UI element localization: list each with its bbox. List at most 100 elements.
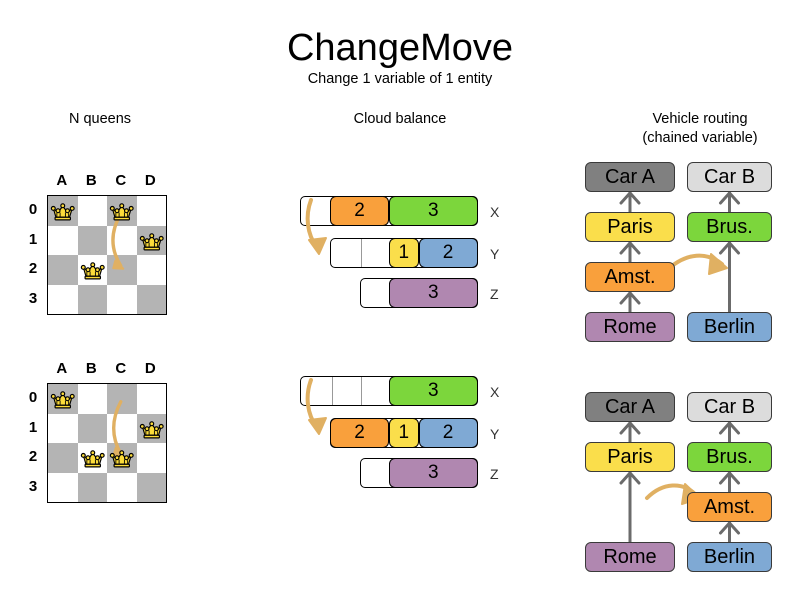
route-node-brus-after[interactable]: Brus. bbox=[687, 442, 772, 472]
board-rank-label-0: 0 bbox=[28, 389, 38, 406]
board-cell-d3[interactable] bbox=[136, 284, 166, 314]
board-cell-a3[interactable] bbox=[48, 284, 78, 314]
board-cell-b1[interactable] bbox=[77, 225, 107, 255]
route-node-paris-before[interactable]: Paris bbox=[585, 212, 675, 242]
computer-label-z-after: Z bbox=[490, 466, 499, 482]
section-title-nqueens: N queens bbox=[68, 111, 132, 127]
board-rank-label-3: 3 bbox=[28, 289, 38, 307]
queen-piece-b2[interactable] bbox=[78, 443, 108, 473]
board-cell-a1[interactable] bbox=[48, 413, 78, 443]
queen-piece-d1[interactable] bbox=[137, 414, 167, 444]
computer-label-y-after: Y bbox=[490, 426, 500, 442]
capacity-divider bbox=[361, 239, 362, 267]
queen-piece-b2[interactable] bbox=[78, 255, 108, 285]
board-cell-d3[interactable] bbox=[136, 472, 166, 502]
route-node-berlin-after[interactable]: Berlin bbox=[687, 542, 772, 572]
process-block-z-0-after[interactable]: 3 bbox=[389, 457, 478, 488]
board-file-label-b: B bbox=[85, 172, 97, 189]
route-node-paris-after[interactable]: Paris bbox=[585, 442, 675, 472]
board-cell-c3[interactable] bbox=[107, 472, 137, 502]
routing-title-line-1: Vehicle routing bbox=[652, 111, 748, 127]
board-cell-a2[interactable] bbox=[48, 443, 78, 473]
board-cell-b0[interactable] bbox=[77, 384, 107, 414]
board-cell-a2[interactable] bbox=[48, 255, 78, 285]
board-rank-label-0: 0 bbox=[28, 201, 38, 218]
route-node-cara-before[interactable]: Car A bbox=[585, 162, 675, 192]
board-cell-b3[interactable] bbox=[77, 472, 107, 502]
board-cell-d0[interactable] bbox=[136, 196, 166, 226]
queen-piece-a0[interactable] bbox=[48, 384, 78, 414]
board-cell-c1[interactable] bbox=[107, 413, 137, 443]
computer-bar-z-before[interactable]: 3 bbox=[360, 277, 478, 308]
route-node-rome-after[interactable]: Rome bbox=[585, 542, 675, 572]
board-cell-c0[interactable] bbox=[107, 384, 137, 414]
process-block-y-0-after[interactable]: 2 bbox=[330, 417, 389, 448]
board-cell-d0[interactable] bbox=[136, 384, 166, 414]
process-block-x-0-before[interactable]: 2 bbox=[330, 195, 389, 226]
chessboard-after bbox=[47, 383, 167, 503]
process-block-x-0-after[interactable]: 3 bbox=[389, 375, 478, 406]
route-node-berlin-before[interactable]: Berlin bbox=[687, 312, 772, 342]
board-file-label-c: C bbox=[115, 172, 127, 189]
section-title-vehicle-routing: Vehicle routing (chained variable) bbox=[610, 110, 790, 148]
board-cell-b3[interactable] bbox=[77, 284, 107, 314]
board-cell-c1[interactable] bbox=[107, 225, 137, 255]
capacity-divider bbox=[361, 377, 362, 405]
board-cell-a3[interactable] bbox=[48, 472, 78, 502]
route-node-cara-after[interactable]: Car A bbox=[585, 392, 675, 422]
board-cell-a1[interactable] bbox=[48, 225, 78, 255]
route-node-rome-before[interactable]: Rome bbox=[585, 312, 675, 342]
queen-piece-c0[interactable] bbox=[107, 196, 137, 226]
board-rank-label-1: 1 bbox=[28, 418, 38, 436]
queen-piece-a0[interactable] bbox=[48, 196, 78, 226]
page-subtitle: Change 1 variable of 1 entity bbox=[307, 71, 493, 87]
route-node-brus-before[interactable]: Brus. bbox=[687, 212, 772, 242]
computer-label-x-after: X bbox=[490, 384, 500, 400]
computer-label-y-before: Y bbox=[490, 246, 500, 262]
route-node-carb-before[interactable]: Car B bbox=[687, 162, 772, 192]
section-title-cloud-balance: Cloud balance bbox=[353, 111, 447, 127]
computer-bar-x-after[interactable]: 3 bbox=[300, 375, 478, 406]
process-block-z-0-before[interactable]: 3 bbox=[389, 277, 478, 308]
process-block-y-0-before[interactable]: 1 bbox=[389, 237, 419, 268]
process-block-y-1-before[interactable]: 2 bbox=[418, 237, 478, 268]
route-node-amst-after[interactable]: Amst. bbox=[687, 492, 772, 522]
capacity-divider bbox=[331, 377, 333, 405]
routing-title-line-2: (chained variable) bbox=[642, 130, 758, 146]
board-cell-d2[interactable] bbox=[136, 255, 166, 285]
computer-label-x-before: X bbox=[490, 204, 500, 220]
board-cell-b0[interactable] bbox=[77, 196, 107, 226]
queen-piece-d1[interactable] bbox=[137, 226, 167, 256]
route-node-amst-before[interactable]: Amst. bbox=[585, 262, 675, 292]
board-cell-c3[interactable] bbox=[107, 284, 137, 314]
board-file-label-d: D bbox=[144, 172, 156, 189]
board-rank-label-2: 2 bbox=[28, 260, 38, 277]
board-rank-label-2: 2 bbox=[28, 448, 38, 465]
route-node-carb-after[interactable]: Car B bbox=[687, 392, 772, 422]
board-rank-label-1: 1 bbox=[28, 230, 38, 248]
queen-piece-c2[interactable] bbox=[107, 443, 137, 473]
board-cell-d2[interactable] bbox=[136, 443, 166, 473]
board-file-label-a: A bbox=[56, 360, 68, 377]
chessboard-before bbox=[47, 195, 167, 315]
computer-bar-z-after[interactable]: 3 bbox=[360, 457, 478, 488]
board-rank-label-3: 3 bbox=[28, 477, 38, 495]
board-file-label-a: A bbox=[56, 172, 68, 189]
board-cell-b1[interactable] bbox=[77, 413, 107, 443]
computer-label-z-before: Z bbox=[490, 286, 499, 302]
board-file-label-b: B bbox=[85, 360, 97, 377]
process-block-y-1-after[interactable]: 1 bbox=[389, 417, 419, 448]
board-cell-c2[interactable] bbox=[107, 255, 137, 285]
process-block-x-1-before[interactable]: 3 bbox=[389, 195, 478, 226]
process-block-y-2-after[interactable]: 2 bbox=[418, 417, 478, 448]
